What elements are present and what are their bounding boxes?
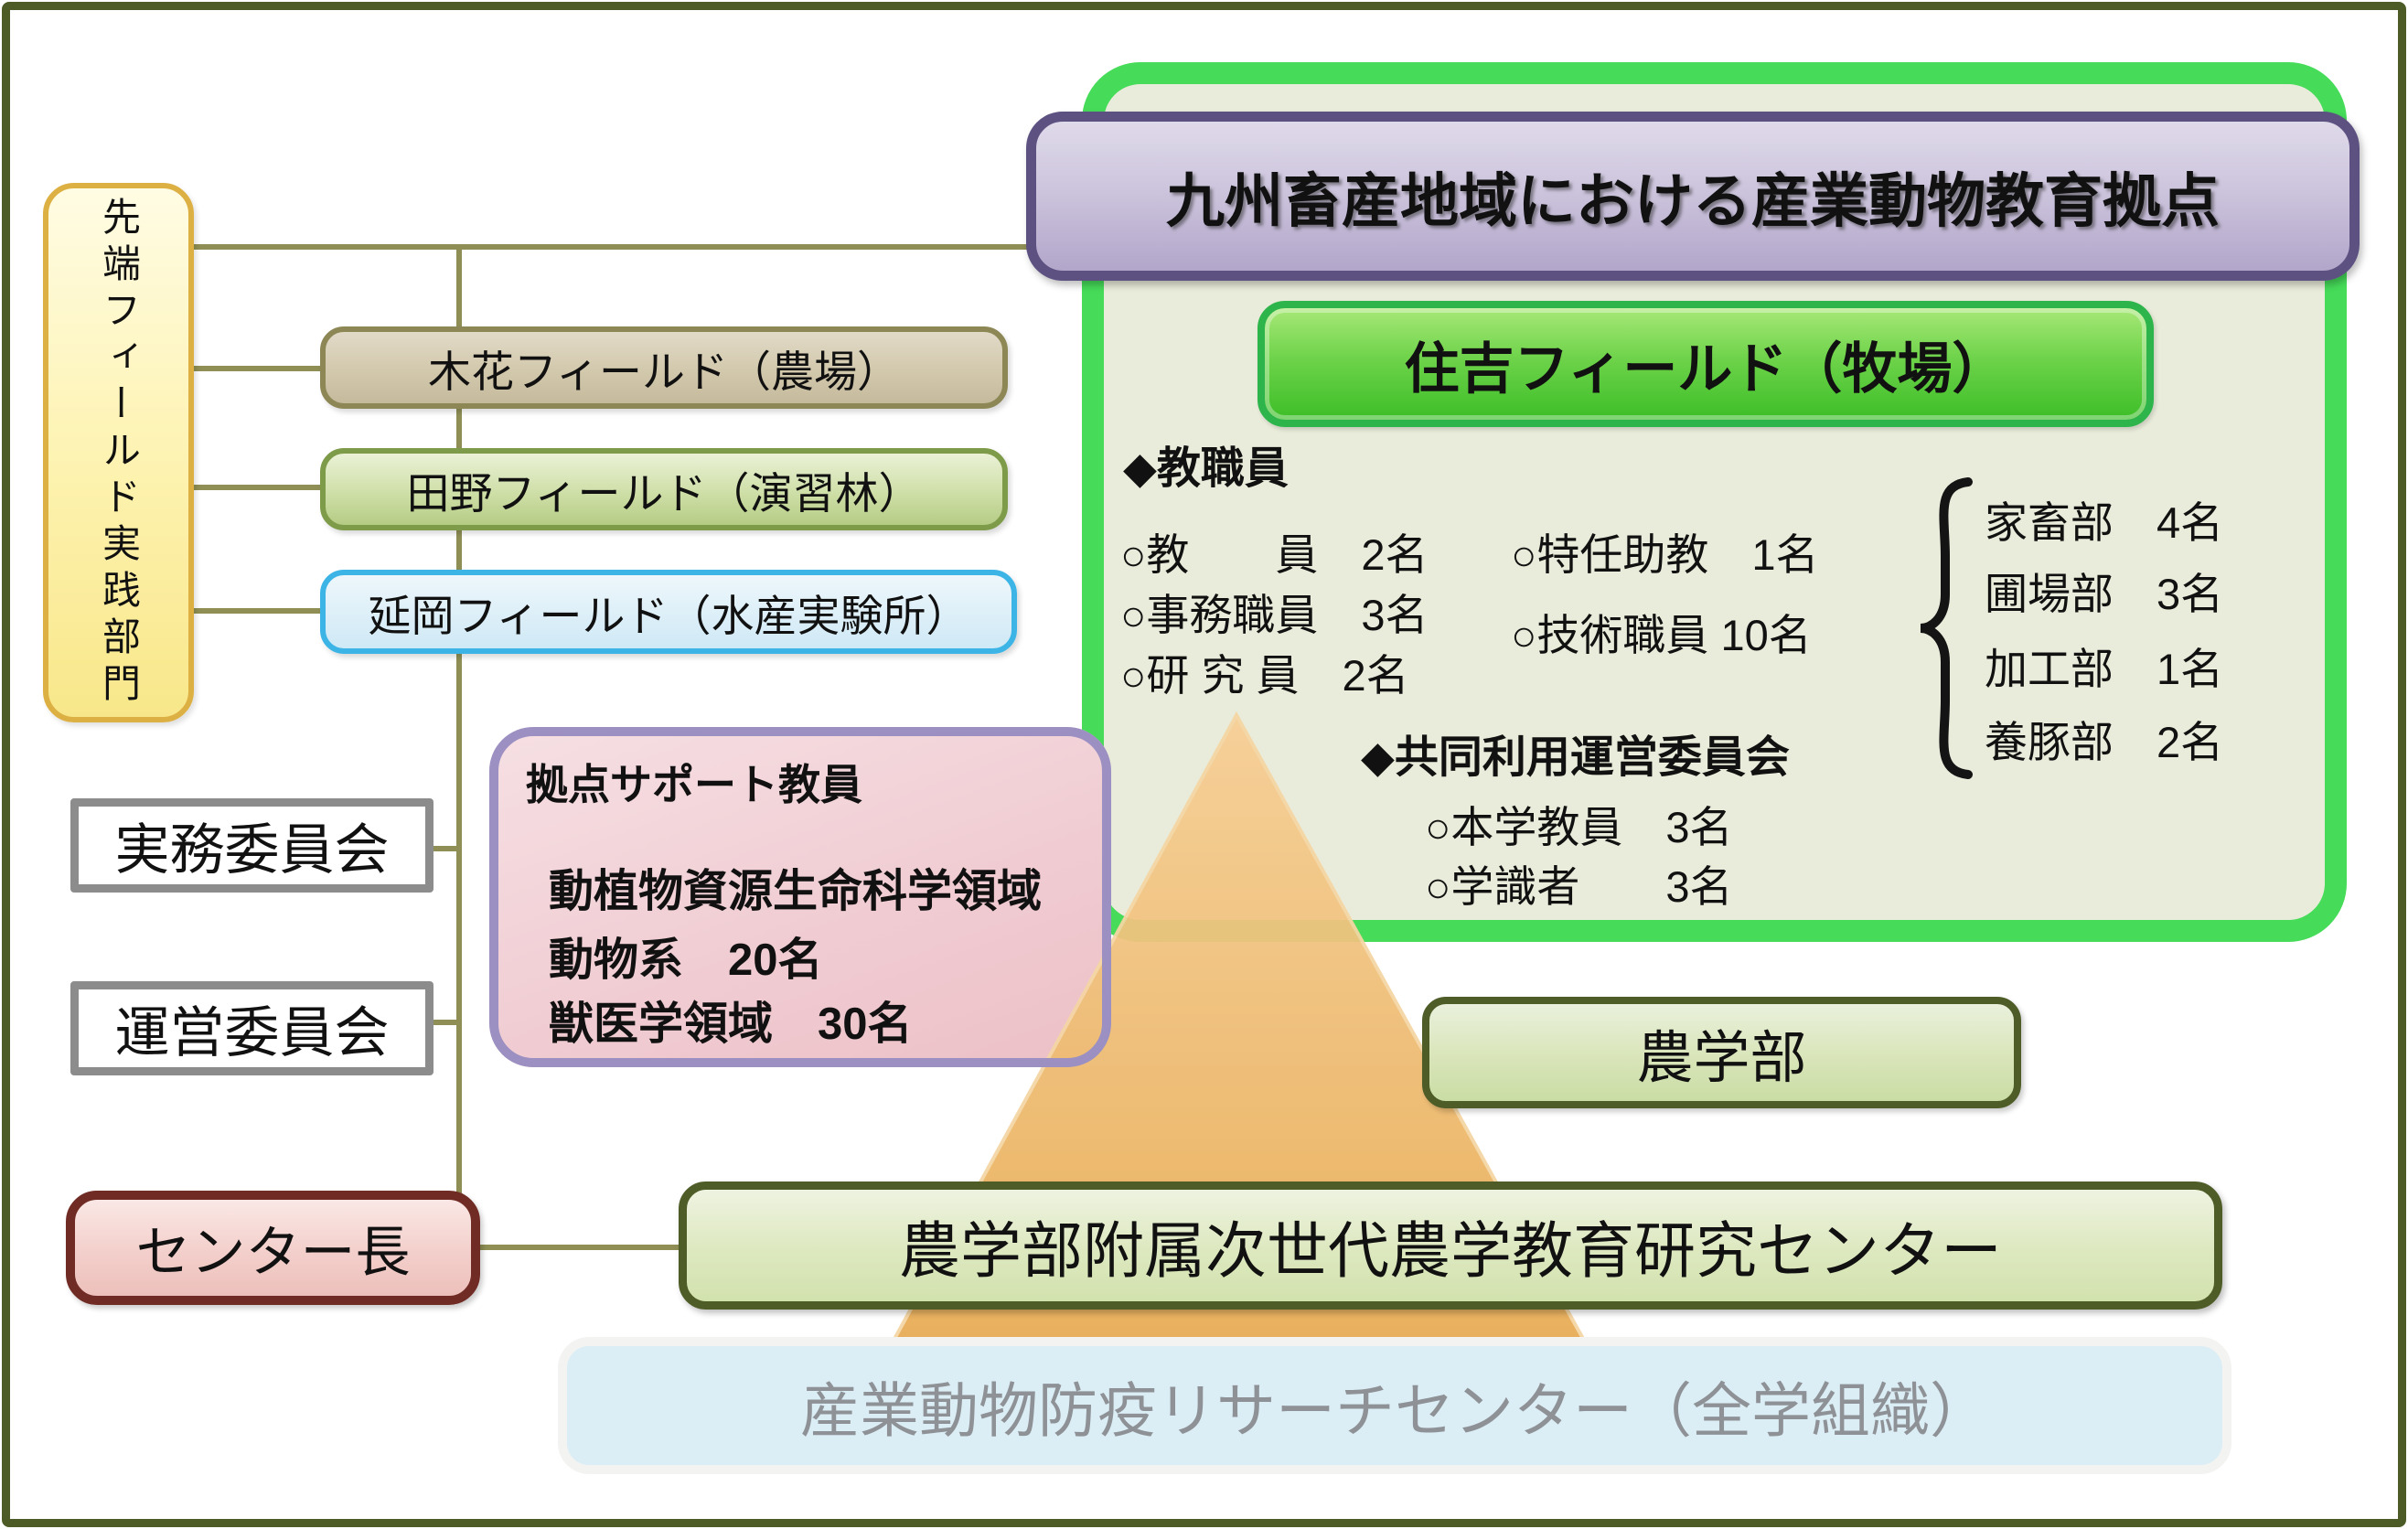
staff-heading: ◆教職員	[1123, 444, 1289, 493]
support-box-title: 拠点サポート教員	[526, 761, 862, 808]
sumiyoshi-field-button: 住吉フィールド（牧場）	[1258, 301, 2154, 427]
joint-use-committee-row: ○本学教員 3名	[1425, 803, 1733, 851]
department-row: 圃場部 3名	[1985, 570, 2224, 618]
staff-row: ○事務職員 3名	[1120, 591, 1429, 639]
staff-row: ○教 員 2名	[1120, 530, 1429, 579]
staff-row: ○技術職員 10名	[1511, 611, 1812, 659]
department-row: 加工部 1名	[1985, 645, 2224, 693]
title-banner: 九州畜産地域における産業動物教育拠点	[1026, 112, 2360, 281]
agriculture-faculty-label: 農学部	[1636, 1027, 1807, 1090]
agriculture-faculty-box: 農学部	[1422, 997, 2021, 1108]
nobeoka-field-label: 延岡フィールド（水産実験所）	[368, 591, 969, 640]
steering-committee-box: 運営委員会	[70, 981, 433, 1075]
attached-center-box: 農学部附属次世代農学教育研究センター	[679, 1182, 2222, 1310]
steering-committee-label: 運営委員会	[114, 1002, 390, 1064]
tano-field-box: 田野フィールド（演習林）	[320, 448, 1008, 530]
center-chief-label: センター長	[135, 1222, 411, 1283]
kibana-field-box: 木花フィールド（農場）	[320, 326, 1008, 409]
staff-row: ○特任助教 1名	[1511, 530, 1819, 579]
support-box-line: 獣医学領域 30名	[549, 1000, 913, 1049]
support-box-line: 動植物資源生命科学領域	[549, 867, 1043, 916]
kibana-field-label: 木花フィールド（農場）	[427, 347, 901, 396]
sumiyoshi-field-label: 住吉フィールド（牧場）	[1404, 337, 2007, 400]
joint-use-committee-row: ○学識者 3名	[1425, 862, 1733, 911]
department-row: 養豚部 2名	[1985, 718, 2224, 766]
joint-use-committee-heading: ◆共同利用運営委員会	[1361, 733, 1790, 782]
attached-center-label: 農学部附属次世代農学教育研究センター	[899, 1216, 2002, 1286]
working-committee-box: 実務委員会	[70, 798, 433, 893]
advanced-field-division-label: 先端フィールド実践部門	[97, 196, 141, 710]
support-box-line: 動物系 20名	[549, 936, 823, 985]
epidemic-research-center-box: 産業動物防疫リサーチセンター（全学組織）	[558, 1337, 2231, 1474]
title-banner-label: 九州畜産地域における産業動物教育拠点	[1166, 167, 2220, 234]
advanced-field-division-box: 先端フィールド実践部門	[43, 183, 194, 722]
working-committee-label: 実務委員会	[114, 819, 390, 881]
center-chief-box: センター長	[66, 1191, 480, 1305]
department-row: 家畜部 4名	[1985, 498, 2224, 547]
staff-row: ○研 究 員 2名	[1120, 651, 1409, 700]
nobeoka-field-box: 延岡フィールド（水産実験所）	[320, 570, 1017, 654]
epidemic-research-center-label: 産業動物防疫リサーチセンター（全学組織）	[799, 1377, 1989, 1444]
tano-field-label: 田野フィールド（演習林）	[406, 468, 922, 518]
